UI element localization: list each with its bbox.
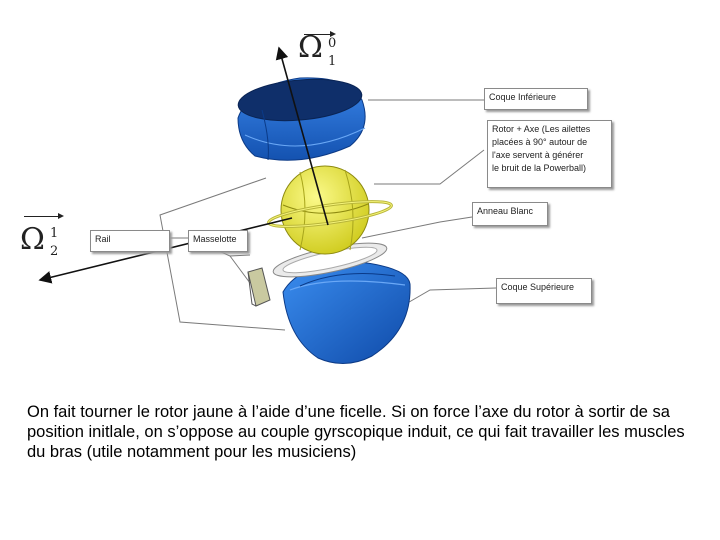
coque-inferieure-shell: [237, 77, 366, 161]
vector-arrow-icon: [304, 31, 336, 37]
omega1-subscript: 1: [328, 54, 337, 69]
label-rotor-axe: Rotor + Axe (Les ailettes placées à 90° …: [487, 120, 612, 188]
coque-superieure-shell: [282, 261, 411, 364]
connector-lines: [159, 99, 497, 331]
masselotte-part: [247, 267, 271, 307]
omega2-label: Ω 1 2: [20, 213, 64, 259]
omega1-symbol: Ω: [298, 30, 323, 65]
caption-text: On fait tourner le rotor jaune à l’aide …: [27, 403, 685, 461]
omega1-label: Ω 0 1: [298, 30, 336, 69]
omega2-symbol: Ω: [20, 222, 45, 257]
label-masselotte: Masselotte: [188, 230, 248, 252]
vector-arrow-icon: [24, 213, 64, 219]
omega2-superscript: 1: [50, 226, 59, 241]
label-coque-inferieure: Coque Inférieure: [484, 88, 588, 110]
label-rail: Rail: [90, 230, 170, 252]
powerball-exploded-diagram: [38, 46, 497, 364]
omega1-superscript: 0: [328, 36, 337, 51]
axis-omega1-arrow: [275, 46, 329, 226]
label-anneau-blanc: Anneau Blanc: [472, 202, 548, 226]
omega2-subscript: 2: [50, 244, 59, 259]
label-coque-superieure: Coque Supérieure: [496, 278, 592, 304]
rotor-yellow: [267, 165, 393, 255]
